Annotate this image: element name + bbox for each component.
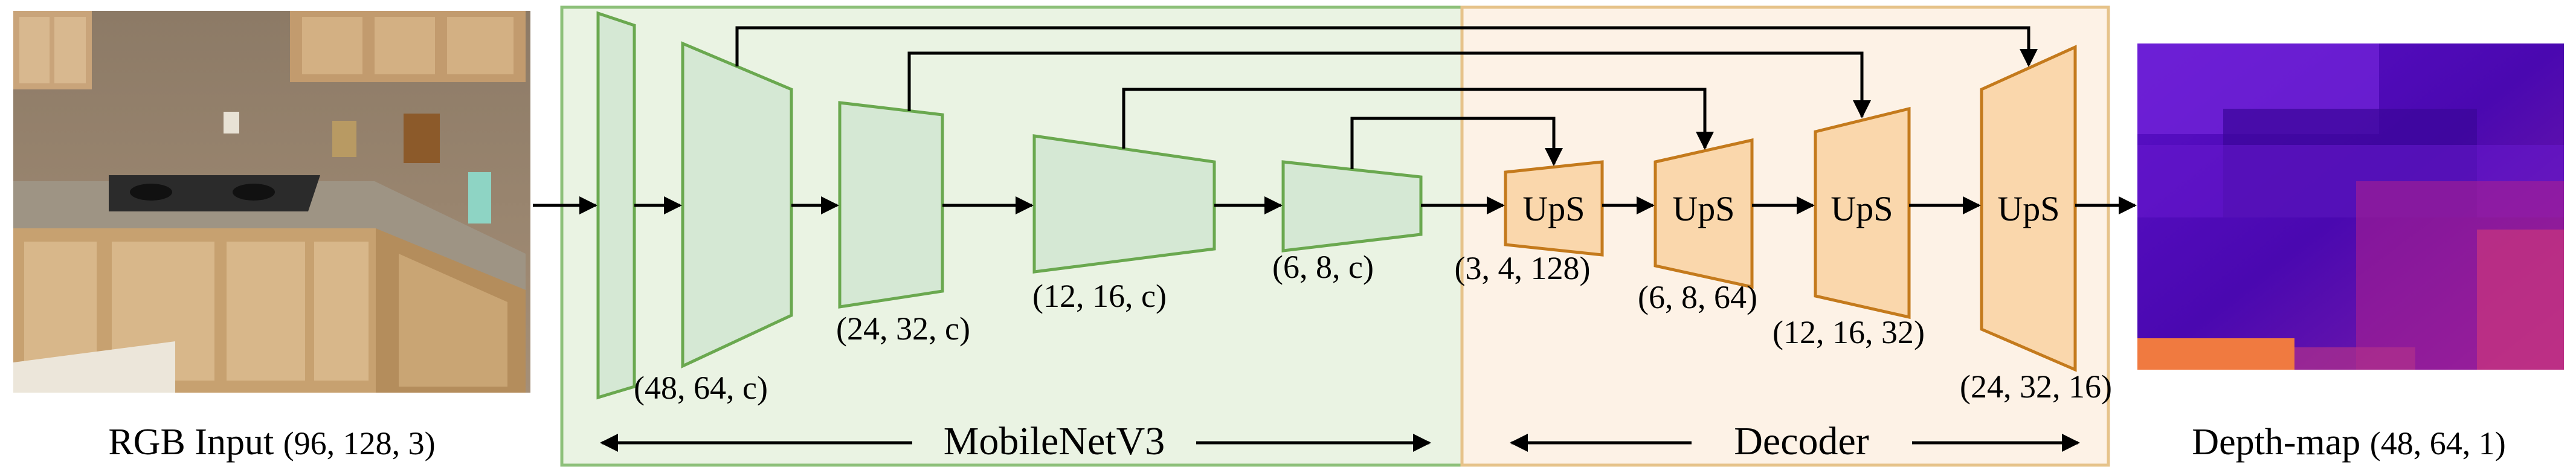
- encoder-shape-3: (12, 16, c): [1032, 278, 1167, 314]
- encoder-shape-2: (24, 32, c): [836, 310, 970, 347]
- decoder-upsample-block-4: UpS: [1980, 45, 2077, 372]
- svg-text:UpS: UpS: [1672, 189, 1734, 228]
- rgb-input-image: [13, 11, 530, 393]
- skip-enc4-to-ups1: [1350, 117, 1563, 169]
- encoder-label: MobileNetV3: [944, 419, 1165, 463]
- skip-enc3-to-ups2: [1122, 88, 1714, 150]
- skip-connections: [735, 26, 2038, 169]
- decoder-upsample-block-2: UpS: [1653, 138, 1754, 289]
- svg-text:UpS: UpS: [1522, 189, 1585, 228]
- encoder-block-3: [1032, 134, 1216, 274]
- encoder-block-4: [1281, 160, 1423, 252]
- depth-map-image: [2137, 43, 2564, 370]
- skip-enc1-to-ups4: [735, 26, 2038, 67]
- encoder-block-stem: [596, 11, 636, 400]
- encoder-shape-1: (48, 64, c): [634, 370, 768, 406]
- decoder-shape-1: (3, 4, 128): [1455, 250, 1591, 286]
- decoder-label: Decoder: [1734, 419, 1869, 463]
- svg-text:UpS: UpS: [1997, 189, 2059, 228]
- input-caption: RGB Input (96, 128, 3): [108, 422, 435, 463]
- encoder-block-1: [681, 41, 793, 368]
- decoder-shape-4: (24, 32, 16): [1960, 368, 2112, 405]
- skip-enc2-to-ups3: [907, 51, 1871, 118]
- encoder-block-2: [838, 101, 944, 309]
- output-caption: Depth-map (48, 64, 1): [2192, 422, 2505, 463]
- decoder-shape-2: (6, 8, 64): [1638, 279, 1757, 315]
- encoder-shape-4: (6, 8, c): [1272, 249, 1374, 285]
- svg-text:UpS: UpS: [1831, 189, 1893, 228]
- decoder-shape-3: (12, 16, 32): [1773, 314, 1925, 350]
- decoder-upsample-block-3: UpS: [1814, 106, 1911, 320]
- decoder-upsample-block-1: UpS: [1504, 160, 1604, 257]
